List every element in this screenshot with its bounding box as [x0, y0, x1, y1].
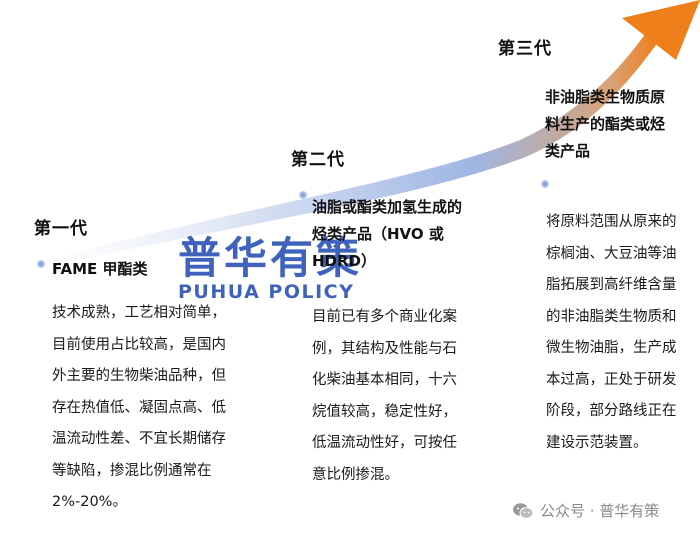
watermark-en: PUHUA POLICY: [178, 281, 355, 303]
gen2-desc-line: 意比例掺混。: [312, 466, 399, 483]
gen3-desc-line: 建设示范装置。: [546, 434, 648, 451]
gen3-product-line: 料生产的酯类或烃: [545, 115, 666, 133]
gen1-product-line: FAME 甲酯类: [52, 260, 148, 278]
footer-credit: 公众号 · 普华有策: [512, 500, 659, 521]
gen3-product-line: 非油脂类生物质原: [545, 88, 666, 106]
gen2-product: 油脂或酯类加氢生成的 烃类产品（HVO 或 HDRD）: [312, 194, 492, 275]
gen2-desc-line: 目前已有多个商业化案: [312, 309, 457, 325]
gen3-desc-line: 微生物油脂，生产成: [546, 340, 677, 356]
gen1-desc-line: 等缺陷，掺混比例通常在: [52, 462, 212, 479]
gen3-desc-line: 将原料范围从原来的: [546, 214, 677, 230]
footer-text: 公众号 · 普华有策: [540, 502, 660, 520]
gen3-desc-line: 的非油脂类生物质和: [546, 308, 677, 325]
gen3-dot: [541, 180, 549, 188]
gen2-desc-line: 烷值较高，稳定性好，: [312, 403, 457, 420]
gen1-desc-line: 技术成熟，工艺相对简单，: [52, 305, 226, 321]
gen3-description: 将原料范围从原来的 棕榈油、大豆油等油 脂拓展到高纤维含量 的非油脂类生物质和 …: [546, 207, 696, 459]
gen1-desc-line: 外主要的生物柴油品种，但: [52, 368, 226, 384]
gen1-desc-line: 2%-20%。: [52, 494, 127, 510]
gen3-desc-line: 阶段，部分路线正在: [546, 403, 677, 419]
gen3-desc-line: 本过高，正处于研发: [546, 371, 677, 388]
gen3-desc-line: 棕榈油、大豆油等油: [546, 245, 677, 262]
gen2-desc-line: 低温流动性好，可按任: [312, 435, 457, 451]
gen1-title: 第一代: [34, 219, 88, 239]
gen1-dot: [37, 260, 45, 268]
gen1-desc-line: 存在热值低、凝固点高、低: [52, 399, 226, 416]
gen2-desc-line: 化柴油基本相同，十六: [312, 372, 457, 388]
gen3-title: 第三代: [498, 39, 552, 59]
gen3-desc-line: 脂拓展到高纤维含量: [546, 277, 677, 293]
gen2-desc-line: 例，其结构及性能与石: [312, 340, 457, 357]
gen2-product-line: HDRD）: [312, 252, 377, 270]
gen3-product: 非油脂类生物质原 料生产的酯类或烃 类产品: [545, 84, 695, 165]
gen1-desc-line: 目前使用占比较高，是国内: [52, 336, 226, 353]
gen1-desc-line: 温流动性差、不宜长期储存: [52, 431, 226, 447]
gen2-title: 第二代: [291, 150, 345, 170]
gen2-product-line: 烃类产品（HVO 或: [312, 225, 444, 243]
gen1-description: 技术成熟，工艺相对简单， 目前使用占比较高，是国内 外主要的生物柴油品种，但 存…: [52, 298, 292, 519]
gen2-dot: [299, 191, 307, 199]
gen1-product: FAME 甲酯类: [52, 256, 148, 283]
wechat-icon: [513, 502, 534, 519]
gen3-product-line: 类产品: [545, 142, 591, 160]
gen2-description: 目前已有多个商业化案 例，其结构及性能与石 化柴油基本相同，十六 烷值较高，稳定…: [312, 302, 487, 491]
arrow-head: [622, 0, 700, 60]
arrow-band: [40, 30, 658, 268]
watermark-cn: 普华有策: [178, 234, 362, 284]
gen2-product-line: 油脂或酯类加氢生成的: [312, 198, 463, 216]
